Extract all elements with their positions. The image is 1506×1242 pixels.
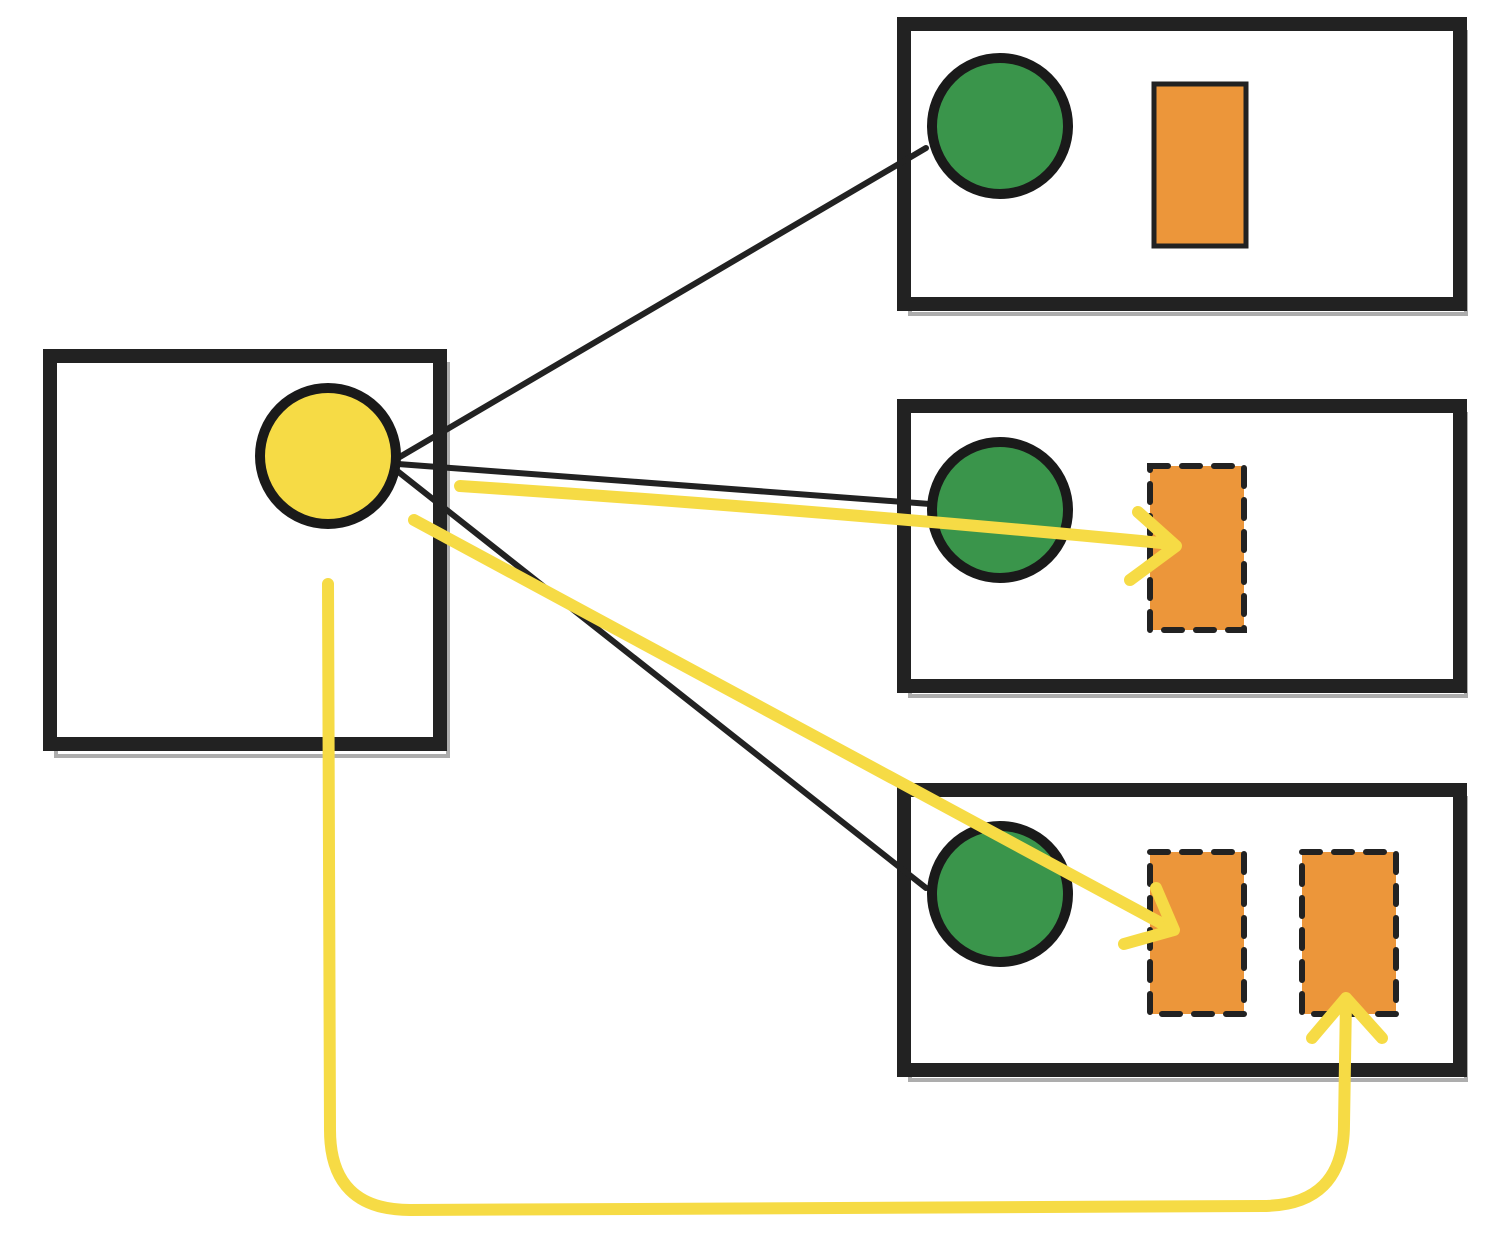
- copy-arrow-2: [408, 514, 1180, 950]
- source-box: [43, 349, 450, 758]
- connector-line-3: [393, 467, 929, 891]
- target-1-circle: [927, 53, 1073, 199]
- target-2-circle: [927, 437, 1073, 583]
- source-circle: [255, 383, 401, 529]
- connector-line-1: [395, 145, 929, 461]
- target-1-rect-1: [1151, 81, 1249, 249]
- target-3-rect-2: [1299, 849, 1399, 1017]
- copy-arrow-3: [322, 578, 1388, 1216]
- connector-line-2: [395, 461, 933, 507]
- copy-arrow-1: [454, 480, 1182, 586]
- source-box-frame: [43, 349, 447, 751]
- target-3-circle: [927, 821, 1073, 967]
